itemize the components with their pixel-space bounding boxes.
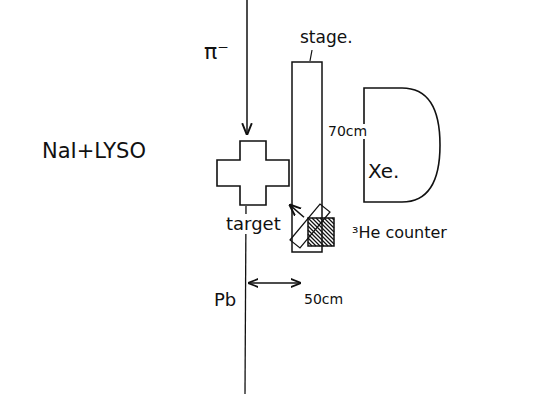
beam-line [245, 206, 246, 394]
node-label: ³He counter [350, 224, 449, 242]
counter-box: ³He counter [304, 214, 338, 250]
leader-line [310, 50, 312, 61]
hatch-outline [304, 214, 338, 250]
node-label: Xe. [366, 160, 401, 182]
cross-outline [216, 140, 290, 206]
connector-arrow [290, 205, 304, 217]
part-name: stage. [298, 28, 355, 47]
dimension-arrow [249, 282, 300, 283]
target-cross: target [216, 140, 290, 206]
dshape-outline [362, 86, 442, 204]
part-name: NaI+LYSO [40, 140, 148, 163]
detector-shape: Xe. [362, 86, 442, 204]
beam-line [246, 0, 248, 134]
dimension-label: 50cm [302, 292, 345, 307]
dimension-label: 70cm [326, 124, 369, 139]
node-label: target [224, 214, 283, 234]
part-name: Pb [212, 290, 238, 310]
particle-label: π⁻ [202, 40, 231, 64]
